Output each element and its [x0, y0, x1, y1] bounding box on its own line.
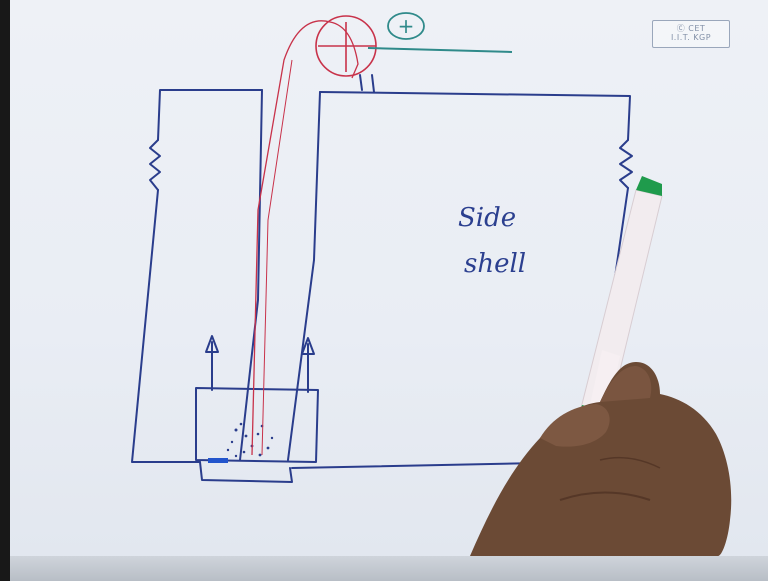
- logo-line-2: I.I.T. KGP: [670, 33, 712, 42]
- pulley: [315, 15, 377, 77]
- pulley-connector: [359, 74, 375, 93]
- heater-mark: [208, 458, 228, 463]
- plus-sign: +: [398, 14, 415, 38]
- bubbles: [226, 422, 274, 458]
- heater-plate: [199, 461, 293, 483]
- hand: [470, 362, 732, 556]
- right-arrow: [301, 337, 315, 393]
- left-outer-wire: [131, 89, 263, 463]
- right-resistor-symbol: [619, 139, 633, 189]
- red-wire: [251, 20, 359, 456]
- left-resistor-symbol: [149, 139, 161, 191]
- circled-plus: +: [387, 12, 425, 40]
- logo-line-1: Ⓒ CET: [676, 24, 706, 33]
- right-inner-wire: [287, 91, 321, 461]
- shell-label: shell: [464, 249, 526, 279]
- beaker: [195, 387, 319, 463]
- side-label: Side: [458, 203, 516, 233]
- red-wire-outer: [261, 59, 293, 456]
- cet-iit-kgp-logo: Ⓒ CET I.I.T. KGP: [652, 20, 730, 48]
- board-bottom-edge: [10, 556, 768, 581]
- teal-line: [367, 47, 513, 53]
- left-arrow: [205, 335, 219, 391]
- left-inner-wire: [239, 89, 263, 461]
- top-right-wire: [319, 91, 631, 141]
